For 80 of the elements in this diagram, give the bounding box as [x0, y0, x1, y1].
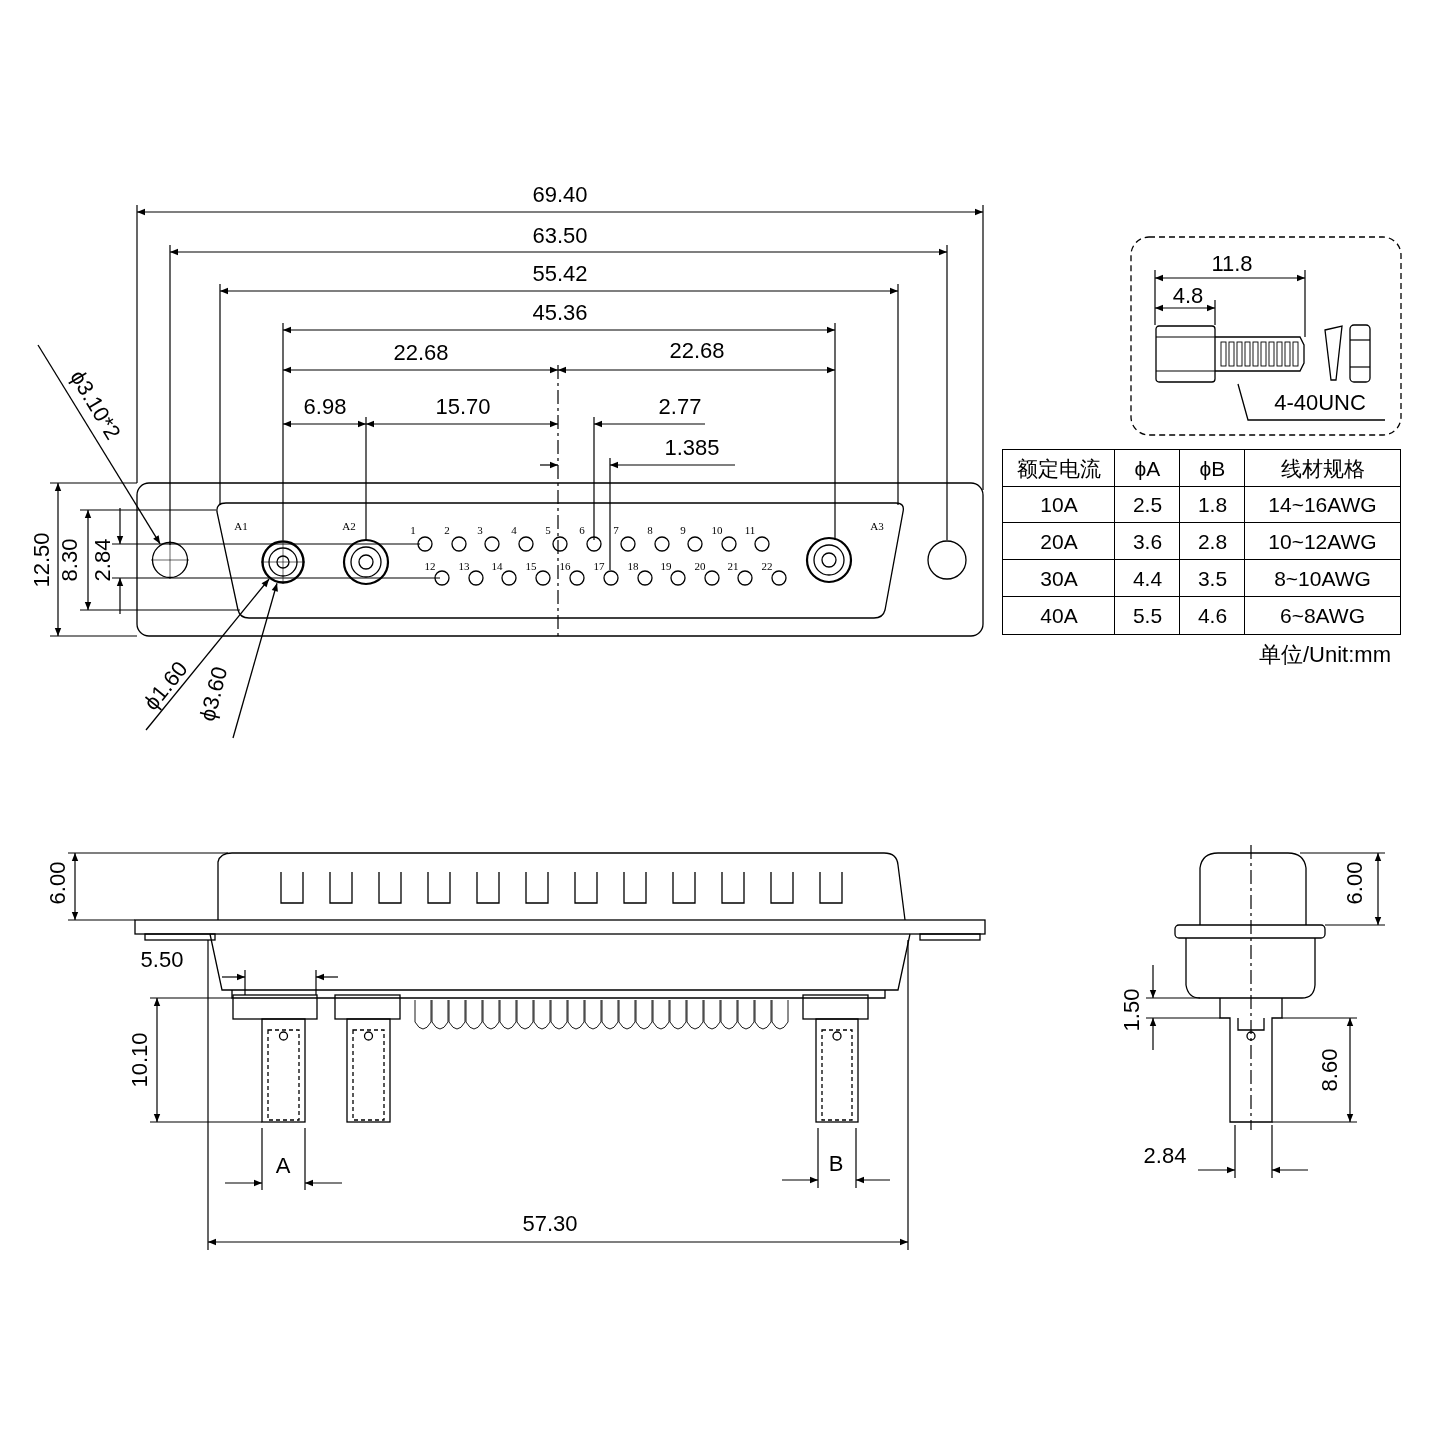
- dimension-value: 15.70: [435, 396, 491, 418]
- pin-number: 3: [477, 524, 483, 536]
- dimension-value: 57.30: [522, 1213, 578, 1235]
- pin-number: 20: [694, 560, 706, 572]
- dimension-value: 5.50: [140, 949, 184, 971]
- table-cell: 4.4: [1114, 559, 1181, 598]
- leader-line: [145, 578, 270, 731]
- dimension-value: 69.40: [532, 184, 588, 206]
- dimension-value: B: [828, 1153, 844, 1175]
- contact-label: A1: [234, 520, 248, 532]
- leader-line: [232, 582, 278, 739]
- dimension-value: A: [275, 1155, 291, 1177]
- dimension-value: 6.00: [47, 861, 69, 905]
- dimension-value: 22.68: [393, 342, 449, 364]
- dimension-value: 1.50: [1121, 988, 1143, 1032]
- table-cell: 30A: [1002, 559, 1116, 598]
- pin-number: 5: [545, 524, 551, 536]
- dimension-value: 6.98: [303, 396, 347, 418]
- table-cell: 4.6: [1179, 596, 1246, 635]
- table-cell: 8~10AWG: [1244, 559, 1401, 598]
- pin-number: 17: [593, 560, 605, 572]
- unit-note: 单位/Unit:mm: [1259, 644, 1391, 666]
- table-cell: 2.5: [1114, 486, 1181, 524]
- pin-number: 10: [711, 524, 723, 536]
- pin-number: 14: [491, 560, 503, 572]
- pin-number: 19: [660, 560, 672, 572]
- pin-number: 9: [680, 524, 686, 536]
- table-cell: 1.8: [1179, 486, 1246, 524]
- table-cell: 10~12AWG: [1244, 522, 1401, 561]
- dimension-value: 63.50: [532, 225, 588, 247]
- pin-number: 18: [627, 560, 639, 572]
- callout-text: 4-40UNC: [1274, 392, 1366, 414]
- table-cell: 20A: [1002, 522, 1116, 561]
- dimension-value: 10.10: [129, 1032, 151, 1088]
- table-cell: ϕB: [1179, 449, 1246, 488]
- dimension-value: 55.42: [532, 263, 588, 285]
- table-cell: 3.5: [1179, 559, 1246, 598]
- dimension-value: 45.36: [532, 302, 588, 324]
- pin-number: 11: [744, 524, 756, 536]
- contact-label: A3: [870, 520, 884, 532]
- pin-number: 4: [511, 524, 517, 536]
- pin-number: 12: [424, 560, 436, 572]
- pin-number: 16: [559, 560, 571, 572]
- dimension-value: 8.60: [1319, 1048, 1341, 1092]
- pin-number: 13: [458, 560, 470, 572]
- dimension-value: 11.8: [1211, 253, 1253, 275]
- table-cell: ϕA: [1114, 449, 1181, 488]
- dimension-value: 1.385: [664, 437, 720, 459]
- callout-text: ϕ3.60: [196, 664, 232, 724]
- contact-label: A2: [342, 520, 356, 532]
- pin-number: 21: [727, 560, 739, 572]
- jack-screw-drawing: [1155, 325, 1305, 383]
- pin-number: 7: [613, 524, 619, 536]
- pin-number: 22: [761, 560, 773, 572]
- table-cell: 5.5: [1114, 596, 1181, 635]
- leader-line: [1237, 383, 1386, 421]
- table-cell: 2.8: [1179, 522, 1246, 561]
- dimension-value: 6.00: [1344, 861, 1366, 905]
- mounting-hole: [151, 541, 189, 579]
- table-cell: 额定电流: [1002, 449, 1116, 488]
- pin-number: 2: [444, 524, 450, 536]
- table-cell: 6~8AWG: [1244, 596, 1401, 635]
- table-cell: 14~16AWG: [1244, 486, 1401, 524]
- table-cell: 40A: [1002, 596, 1116, 635]
- dimension-value: 22.68: [669, 340, 725, 362]
- dimension-value: 8.30: [59, 538, 81, 582]
- table-cell: 线材规格: [1244, 449, 1401, 488]
- table-cell: 3.6: [1114, 522, 1181, 561]
- dimension-value: 2.77: [658, 396, 702, 418]
- leader-line: [37, 344, 161, 545]
- dimension-value: 12.50: [31, 532, 53, 588]
- dimension-value: 4.8: [1172, 285, 1204, 307]
- table-cell: 10A: [1002, 486, 1116, 524]
- pin-number: 8: [647, 524, 653, 536]
- contact-socket: [261, 540, 305, 584]
- dimension-value: 2.84: [1143, 1145, 1187, 1167]
- pin-number: 15: [525, 560, 537, 572]
- pin-number: 1: [410, 524, 416, 536]
- dimension-value: 2.84: [92, 538, 114, 582]
- pin-number: 6: [579, 524, 585, 536]
